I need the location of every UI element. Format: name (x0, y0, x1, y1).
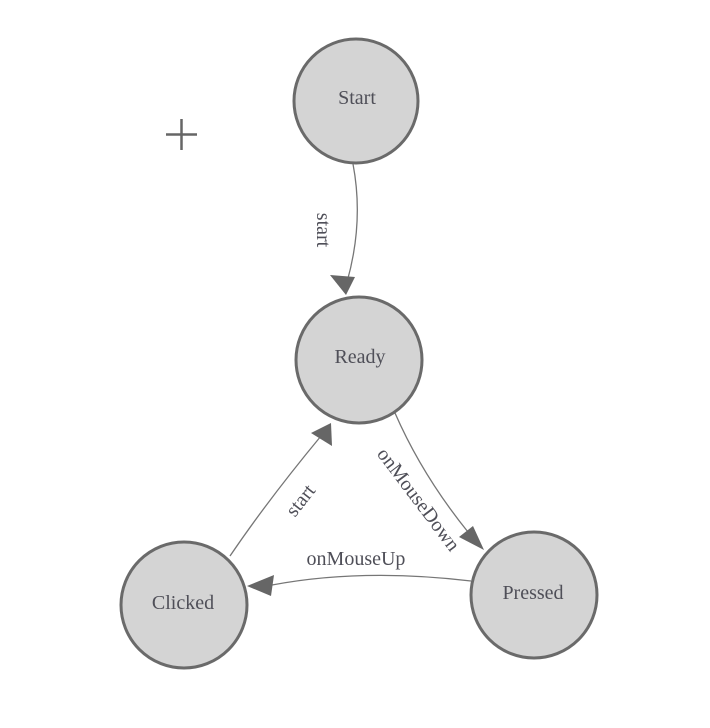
node-circle[interactable] (469, 530, 599, 660)
node-pressed[interactable]: Pressed (469, 530, 599, 660)
arrowhead-icon (459, 526, 484, 550)
edge-ready-to-pressed[interactable]: onMouseDown (372, 412, 484, 555)
edge-pressed-to-clicked[interactable]: onMouseUp (247, 548, 472, 596)
node-circle[interactable] (292, 37, 420, 165)
edge-label: start (282, 480, 321, 521)
edge-line[interactable] (229, 435, 322, 557)
arrowhead-icon (330, 275, 355, 295)
node-circle[interactable] (294, 295, 424, 425)
edge-clicked-to-ready[interactable]: start (229, 423, 332, 557)
edge-line[interactable] (394, 412, 469, 533)
node-label: Ready (334, 346, 385, 368)
node-label: Pressed (502, 582, 563, 604)
arrowhead-icon (311, 423, 332, 446)
edge-line[interactable] (346, 163, 358, 283)
add-node-button[interactable] (166, 119, 197, 150)
node-start[interactable]: Start (292, 37, 420, 165)
node-circle[interactable] (119, 540, 249, 670)
edge-start-to-ready[interactable]: start (312, 163, 358, 295)
edge-label: onMouseUp (307, 548, 406, 570)
plus-icon (166, 119, 197, 150)
node-clicked[interactable]: Clicked (119, 540, 249, 670)
node-label: Clicked (152, 592, 214, 614)
arrowhead-icon (247, 575, 274, 596)
node-ready[interactable]: Ready (294, 295, 424, 425)
edge-label: start (312, 213, 334, 248)
node-label: Start (338, 87, 376, 109)
edge-line[interactable] (271, 574, 472, 586)
